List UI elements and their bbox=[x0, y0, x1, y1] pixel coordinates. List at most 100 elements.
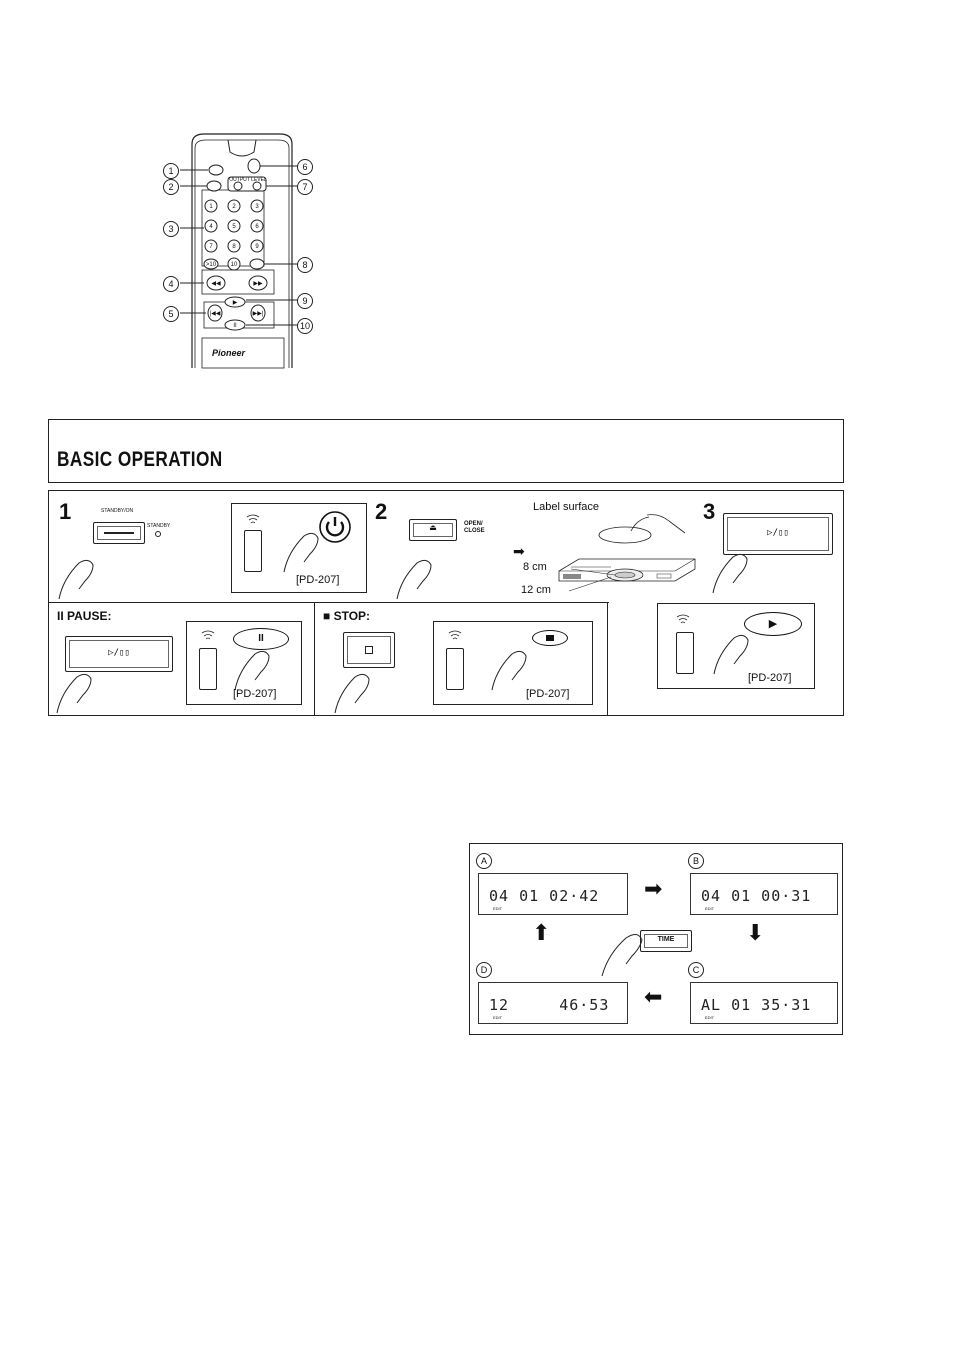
remote-body-icon: 1 2 3 4 5 6 7 8 9 >10 10 ◀◀ ▶▶ ▶ II |◀◀ ▶▶| bbox=[180, 133, 298, 369]
svg-text:10: 10 bbox=[231, 262, 238, 268]
remote-mini-icon bbox=[676, 632, 694, 674]
model-label: [PD-207] bbox=[526, 688, 570, 700]
pioneer-logo: Pioneer bbox=[212, 348, 246, 358]
power-icon[interactable] bbox=[318, 510, 352, 544]
divider bbox=[314, 602, 315, 715]
steps-panel: 1 STANDBY/ON STANDBY [PD-207] 2 ⏏ OPEN/ … bbox=[48, 490, 844, 716]
svg-text:5: 5 bbox=[232, 224, 236, 230]
remote-signal-icon bbox=[448, 630, 462, 640]
step-3-number: 3 bbox=[703, 499, 716, 524]
divider bbox=[49, 602, 609, 603]
standby-on-button[interactable] bbox=[93, 522, 145, 544]
svg-text:▶: ▶ bbox=[233, 300, 238, 306]
remote-stop-panel: [PD-207] bbox=[433, 621, 593, 705]
output-level-label: OUTPUT LEVEL bbox=[229, 177, 267, 183]
panel-b-letter: B bbox=[688, 853, 704, 869]
svg-text:6: 6 bbox=[255, 224, 259, 230]
callout-10: 10 bbox=[297, 318, 313, 334]
finger-icon bbox=[601, 934, 643, 977]
svg-text:|◀◀: |◀◀ bbox=[210, 311, 221, 317]
step-2-number: 2 bbox=[375, 499, 388, 524]
svg-text:II: II bbox=[233, 323, 237, 329]
remote-mini-icon bbox=[199, 648, 217, 690]
label-surface-text: Label surface bbox=[533, 501, 600, 513]
remote-standby-panel: [PD-207] bbox=[231, 503, 367, 593]
open-close-button[interactable]: ⏏ bbox=[409, 519, 457, 541]
display-panel-a: 04 01 02·42 EDIT bbox=[478, 873, 628, 915]
svg-text:1: 1 bbox=[209, 204, 213, 210]
page-title: BASIC OPERATION bbox=[57, 448, 223, 471]
svg-text:2: 2 bbox=[232, 204, 236, 210]
callout-6: 6 bbox=[297, 159, 313, 175]
callout-3: 3 bbox=[163, 221, 179, 237]
cm8-label: 8 cm bbox=[523, 561, 547, 573]
svg-text:◀◀: ◀◀ bbox=[211, 281, 221, 287]
play-pause-button[interactable]: ▷/▯▯ bbox=[723, 513, 833, 555]
callout-1: 1 bbox=[163, 163, 179, 179]
step-1-number: 1 bbox=[59, 499, 72, 524]
cd-player-illustration-icon bbox=[558, 514, 696, 592]
model-label: [PD-207] bbox=[233, 688, 277, 700]
finger-icon bbox=[58, 559, 94, 600]
model-label: [PD-207] bbox=[296, 574, 340, 586]
edit-indicator: EDIT bbox=[705, 906, 715, 911]
display-panel-d: 12 46·53 EDIT bbox=[478, 982, 628, 1024]
standby-label: STANDBY bbox=[147, 523, 171, 529]
svg-text:4: 4 bbox=[209, 224, 213, 230]
finger-icon bbox=[283, 532, 319, 573]
arrow-down-icon: ⬇ bbox=[746, 920, 765, 945]
model-label: [PD-207] bbox=[748, 672, 792, 684]
edit-indicator: EDIT bbox=[493, 906, 503, 911]
callout-5: 5 bbox=[163, 306, 179, 322]
arrow-right-icon: ➡ bbox=[513, 543, 525, 559]
callout-7: 7 bbox=[297, 179, 313, 195]
open-close-label: OPEN/ CLOSE bbox=[464, 521, 485, 534]
svg-text:>10: >10 bbox=[206, 262, 217, 268]
stop-remote-button[interactable] bbox=[532, 630, 568, 646]
svg-text:3: 3 bbox=[255, 204, 259, 210]
callout-8: 8 bbox=[297, 257, 313, 273]
edit-indicator: EDIT bbox=[705, 1015, 715, 1020]
pause-title: II PAUSE: bbox=[57, 609, 112, 623]
display-panel-b: 04 01 00·31 EDIT bbox=[690, 873, 838, 915]
remote-signal-icon bbox=[201, 630, 215, 640]
svg-text:7: 7 bbox=[209, 244, 213, 250]
time-display-diagram: A 04 01 02·42 EDIT B 04 01 00·31 EDIT D … bbox=[469, 843, 843, 1035]
svg-text:9: 9 bbox=[255, 244, 259, 250]
section-header: BASIC OPERATION bbox=[48, 419, 844, 483]
arrow-left-icon: ⬅ bbox=[644, 984, 663, 1009]
stop-title: ■ STOP: bbox=[323, 609, 371, 623]
remote-mini-icon bbox=[446, 648, 464, 690]
finger-icon bbox=[396, 559, 432, 600]
standby-on-label: STANDBY/ON bbox=[101, 508, 134, 514]
panel-c-letter: C bbox=[688, 962, 704, 978]
remote-signal-icon bbox=[676, 614, 690, 624]
finger-icon bbox=[234, 650, 270, 691]
finger-icon bbox=[712, 553, 748, 594]
panel-a-letter: A bbox=[476, 853, 492, 869]
finger-icon bbox=[491, 650, 527, 691]
svg-text:▶▶: ▶▶ bbox=[253, 281, 263, 287]
pause-play-pause-button[interactable]: ▷/▯▯ bbox=[65, 636, 173, 672]
finger-icon bbox=[334, 673, 370, 714]
cm12-label: 12 cm bbox=[521, 584, 551, 596]
play-remote-button[interactable]: ▶ bbox=[744, 612, 802, 636]
remote-play-panel: ▶ [PD-207] bbox=[657, 603, 815, 689]
display-panel-c: AL 01 35·31 EDIT bbox=[690, 982, 838, 1024]
remote-signal-icon bbox=[246, 514, 260, 524]
callout-4: 4 bbox=[163, 276, 179, 292]
standby-indicator-icon bbox=[155, 531, 161, 537]
stop-button[interactable] bbox=[343, 632, 395, 668]
remote-mini-icon bbox=[244, 530, 262, 572]
finger-icon bbox=[56, 673, 92, 714]
pause-remote-button[interactable]: II bbox=[233, 628, 289, 650]
edit-indicator: EDIT bbox=[493, 1015, 503, 1020]
callout-2: 2 bbox=[163, 179, 179, 195]
panel-d-letter: D bbox=[476, 962, 492, 978]
callout-9: 9 bbox=[297, 293, 313, 309]
svg-text:▶▶|: ▶▶| bbox=[253, 311, 264, 317]
arrow-up-icon: ⬆ bbox=[532, 920, 551, 945]
time-button[interactable]: TIME bbox=[640, 930, 692, 952]
svg-text:8: 8 bbox=[232, 244, 236, 250]
finger-icon bbox=[713, 634, 749, 675]
